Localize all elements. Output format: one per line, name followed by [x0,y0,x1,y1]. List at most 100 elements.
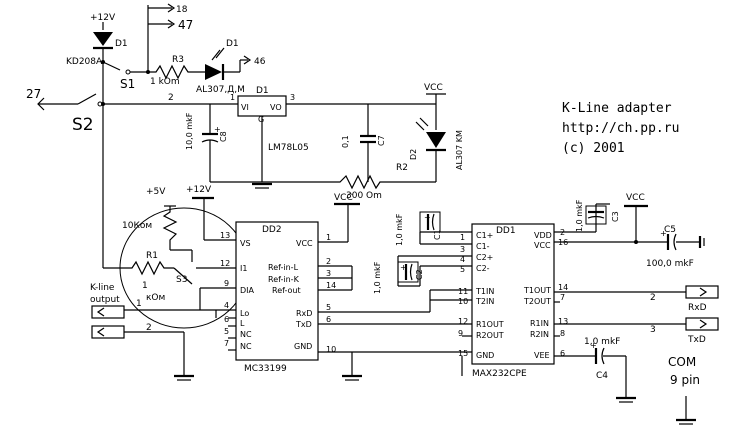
title-line-3: (c) 2001 [562,141,625,156]
svg-text:C1-: C1- [476,242,490,251]
vcc-dd2-label: VCC [334,193,353,203]
capacitor-c8: + 10,0 mkF C8 [185,104,228,182]
svg-text:T1OUT: T1OUT [523,286,551,295]
vcc-led-label: VCC [424,83,443,93]
r2-val: 300 Om [346,191,382,201]
net47-label: 47 [178,18,193,32]
svg-text:Ref-in-K: Ref-in-K [268,275,300,284]
svg-text:5: 5 [460,265,465,274]
reg-ref: D1 [256,86,269,96]
svg-text:GND: GND [476,351,494,360]
dd1-part: MAX232CPE [472,369,527,379]
r3-val: 1 kOm [150,77,180,87]
com-pin-txd: 3 TxD [650,317,719,345]
reg-vo: VO [270,103,282,112]
r1-unit: кОм [146,293,165,303]
r10k-label: 10Ком [122,221,152,231]
reg-part: LM78L05 [268,143,309,153]
conn-pin1: 1 [136,299,142,309]
rxd-pin-num: 2 [650,293,656,303]
svg-text:9: 9 [458,329,463,338]
svg-text:+: + [424,213,431,222]
kline-out-1: K-line [90,283,115,293]
svg-text:5: 5 [326,303,331,312]
svg-text:12: 12 [220,259,230,268]
c7-val: 0,1 [341,135,350,148]
svg-text:6: 6 [326,315,331,324]
txd-pin-num: 3 [650,325,656,335]
reg-vi: VI [241,103,249,112]
svg-text:6: 6 [224,315,229,324]
svg-text:T2OUT: T2OUT [523,297,551,306]
svg-text:C2-: C2- [476,264,490,273]
conn-pin2: 2 [146,323,152,333]
c7-ref: C7 [377,135,386,146]
svg-text:12: 12 [458,317,468,326]
c4-val: 1,0 mkF [584,337,620,347]
c8-val: 10,0 mkF [185,112,194,150]
net18-label: 18 [176,5,188,15]
net46-label: 46 [254,57,266,67]
svg-text:3: 3 [460,245,465,254]
switch-s1: S1 [102,61,135,91]
com-label-2: 9 pin [670,373,700,387]
capacitor-c5: + C5 100,0 mkF [646,225,705,269]
txd-pin-label: TxD [687,335,706,345]
vcc-dd1-label: VCC [626,193,645,203]
title-line-1: K-Line adapter [562,101,672,116]
title-block: K-Line adapter http://ch.pp.ru (c) 2001 [562,101,679,156]
svg-text:3: 3 [326,269,331,278]
svg-text:I1: I1 [240,264,247,273]
svg-text:10: 10 [458,297,468,306]
svg-text:R2OUT: R2OUT [476,331,504,340]
d1-ref: D1 [115,39,128,49]
svg-text:T1IN: T1IN [475,287,494,296]
r2-ref: R2 [396,163,408,173]
svg-text:14: 14 [326,281,336,290]
svg-text:+: + [590,341,597,350]
capacitor-c1: + 1,0 mkF C1 [395,211,442,246]
s1-label: S1 [120,77,135,91]
capacitor-c7: 0,1 C7 [341,104,386,182]
led1-part: AL307,Д,М [196,85,245,95]
svg-text:11: 11 [458,287,468,296]
plus12v-top-label: +12V [90,13,116,23]
d1-part: KD208A [66,57,103,67]
plus5v-label: +5V [146,187,166,197]
regulator-lm78l05: D1 VI G VO LM78L05 [237,86,309,153]
svg-text:R1OUT: R1OUT [476,320,504,329]
kline-connector: 1 2 [91,299,152,339]
svg-text:+: + [400,263,407,272]
rxd-pin-label: RxD [688,303,707,313]
r1-val: 1 [142,281,148,291]
dd2-part: MC33199 [244,364,287,374]
svg-text:R1IN: R1IN [530,319,549,328]
resistor-r3: R3 1 kOm [148,55,205,87]
com-label-1: COM [668,355,696,369]
c3-ref: C3 [611,211,620,222]
led-d1: D1 AL307,Д,М [196,39,245,95]
svg-text:13: 13 [558,317,568,326]
capacitor-c2: + 1,0 mkF C2 [373,261,424,294]
svg-text:1: 1 [460,233,465,242]
svg-text:15: 15 [458,349,468,358]
c5-ref: C5 [664,225,676,235]
diode-d1: D1 KD208A [66,32,128,67]
s2-label: S2 [72,115,94,135]
svg-text:R2IN: R2IN [530,330,549,339]
com-pin-rxd: 2 RxD [650,285,719,313]
svg-text:10: 10 [326,345,336,354]
svg-text:Lo: Lo [240,309,249,318]
led1-ref: D1 [226,39,239,49]
svg-text:L: L [240,319,245,328]
svg-text:4: 4 [224,301,229,310]
svg-text:+: + [214,125,221,134]
svg-text:C2+: C2+ [476,253,493,262]
svg-text:2: 2 [326,257,331,266]
svg-text:7: 7 [224,339,229,348]
s3-label: S3 [176,275,187,285]
svg-text:VS: VS [240,239,251,248]
svg-text:9: 9 [224,279,229,288]
c8-ref: C8 [219,131,228,142]
